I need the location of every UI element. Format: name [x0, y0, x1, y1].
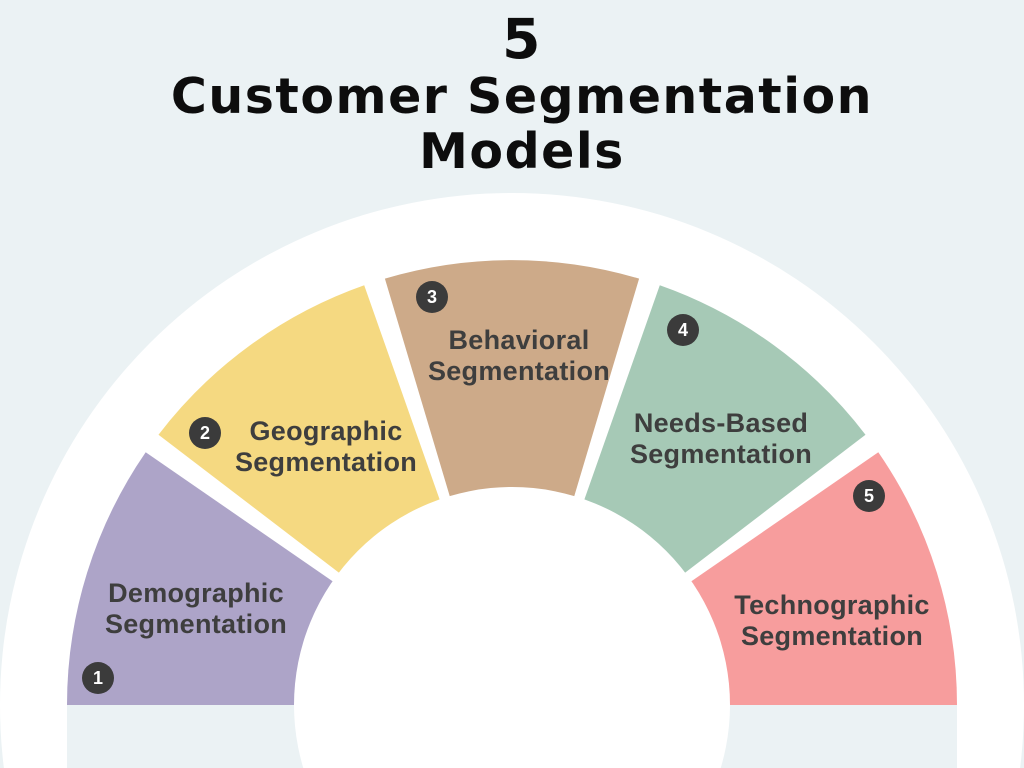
page-title: 5 Customer Segmentation Models — [171, 7, 873, 180]
label-geographic-line1: Geographic — [249, 416, 402, 446]
title-line-3: Models — [419, 123, 625, 180]
wedge-behavioral-segmentation — [384, 260, 640, 705]
label-behavioral-line2: Segmentation — [428, 356, 610, 386]
badge-4-circle — [667, 314, 699, 346]
badge-4: 4 — [667, 314, 699, 346]
label-technographic-segmentation: Technographic Segmentation — [734, 590, 929, 651]
inner-white-circle — [294, 487, 730, 768]
badge-3: 3 — [416, 281, 448, 313]
badge-1-circle — [82, 662, 114, 694]
badge-4-number: 4 — [678, 320, 688, 340]
badge-5-number: 5 — [864, 486, 874, 506]
label-technographic-line1: Technographic — [734, 590, 929, 620]
title-line-2: Customer Segmentation — [171, 68, 873, 125]
label-needs-based-line1: Needs-Based — [634, 408, 808, 438]
badge-3-number: 3 — [427, 287, 437, 307]
label-technographic-line2: Segmentation — [741, 621, 923, 651]
badge-2-circle — [189, 417, 221, 449]
label-needs-based-line2: Segmentation — [630, 439, 812, 469]
label-demographic-segmentation: Demographic Segmentation — [105, 578, 287, 639]
label-geographic-segmentation: Geographic Segmentation — [235, 416, 417, 477]
label-behavioral-segmentation: Behavioral Segmentation — [428, 325, 610, 386]
label-demographic-line1: Demographic — [108, 578, 284, 608]
badge-3-circle — [416, 281, 448, 313]
label-needs-based-segmentation: Needs-Based Segmentation — [630, 408, 812, 469]
label-behavioral-line1: Behavioral — [448, 325, 589, 355]
badge-5-circle — [853, 480, 885, 512]
label-geographic-line2: Segmentation — [235, 447, 417, 477]
badge-2: 2 — [189, 417, 221, 449]
badge-1: 1 — [82, 662, 114, 694]
badge-5: 5 — [853, 480, 885, 512]
label-demographic-line2: Segmentation — [105, 609, 287, 639]
title-count: 5 — [502, 7, 542, 71]
badge-2-number: 2 — [200, 423, 210, 443]
badge-1-number: 1 — [93, 668, 103, 688]
